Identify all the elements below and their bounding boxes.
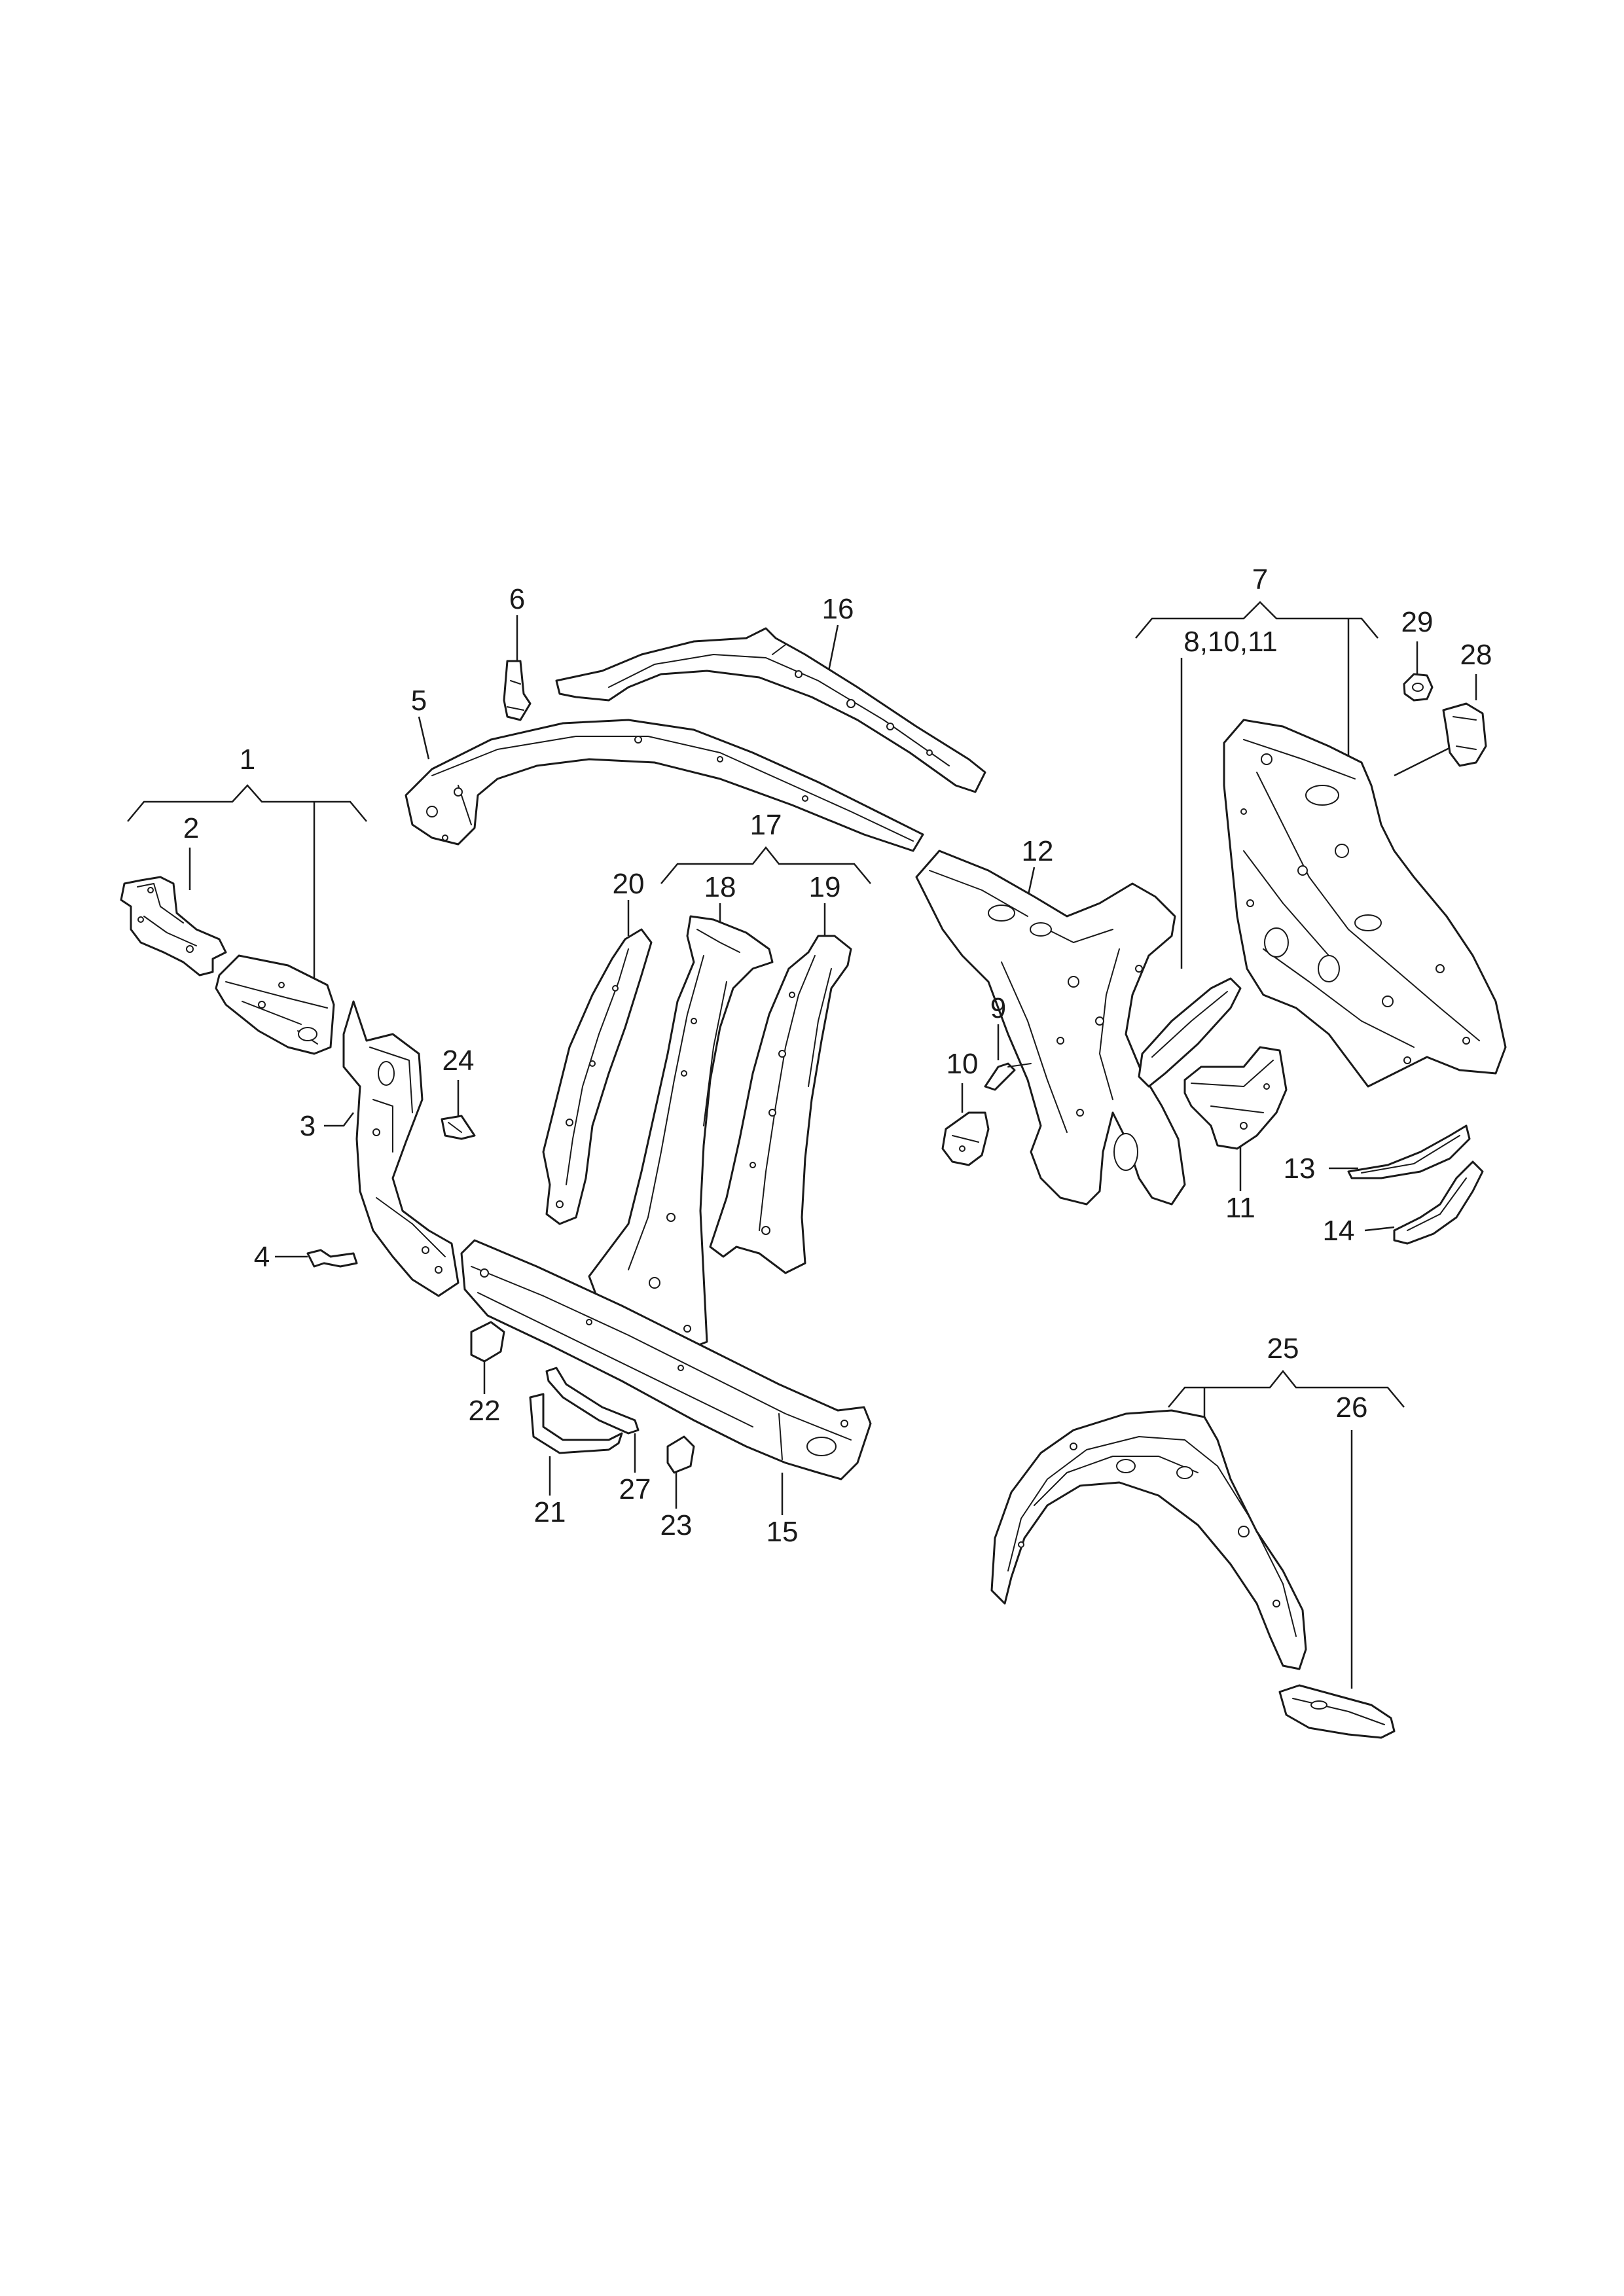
part-1-sill-front-section [215, 954, 335, 1055]
part-2-front-bracket [120, 876, 227, 977]
callout-1: 1 [240, 744, 255, 776]
part-6-small-clip [503, 660, 532, 721]
callout-29: 29 [1401, 606, 1434, 638]
callout-10: 10 [947, 1048, 979, 1080]
callout-7: 7 [1252, 564, 1268, 596]
part-10-bracket [941, 1111, 990, 1166]
group-7-bracket [1135, 601, 1379, 639]
part-8-gusset-strip [1138, 977, 1242, 1088]
part-15-side-sill [460, 1239, 872, 1480]
part-4-small-bracket [306, 1249, 358, 1268]
part-3-a-pillar-lower [342, 1000, 460, 1297]
callout-5: 5 [411, 685, 427, 717]
callout-9: 9 [990, 992, 1006, 1024]
group-1-bracket [127, 784, 367, 822]
part-26-bracket [1278, 1684, 1396, 1739]
part-20-b-pillar-reinforcement [542, 928, 653, 1225]
part-22-small-bracket [470, 1321, 505, 1363]
callout-11: 11 [1225, 1192, 1255, 1224]
part-19-b-pillar-inner [709, 935, 852, 1274]
callout-28: 28 [1460, 639, 1492, 671]
part-23-small-bracket [666, 1435, 695, 1474]
callout-19: 19 [809, 871, 841, 903]
part-5-roof-frame-front [405, 719, 924, 852]
callout-17: 17 [750, 809, 782, 841]
callout-22: 22 [469, 1395, 501, 1427]
callout-23: 23 [660, 1509, 693, 1541]
part-21-brace [529, 1393, 623, 1454]
callout-4: 4 [254, 1241, 270, 1273]
part-25-wheel-house [990, 1409, 1307, 1670]
part-12-quarter-inner-panel [915, 850, 1186, 1206]
part-13-strip [1347, 1124, 1471, 1179]
part-11-bracket [1183, 1046, 1288, 1150]
part-27-brace [545, 1367, 640, 1435]
part-9-clip [984, 1062, 1032, 1091]
callout-18: 18 [704, 871, 736, 903]
callout-6: 6 [509, 583, 525, 615]
callout-labels: 1 2 3 4 5 6 7 8,10,11 9 10 11 12 13 14 1… [183, 564, 1492, 1548]
group-17-bracket [660, 846, 871, 884]
group-25-bracket [1168, 1369, 1405, 1408]
callout-13: 13 [1284, 1153, 1316, 1185]
callout-12: 12 [1022, 835, 1054, 867]
part-24-small-bracket [441, 1115, 476, 1140]
callout-8-10-11: 8,10,11 [1183, 626, 1278, 658]
callout-3: 3 [300, 1110, 316, 1142]
callout-21: 21 [534, 1496, 566, 1528]
callout-25: 25 [1267, 1333, 1299, 1365]
callout-24: 24 [442, 1045, 475, 1077]
part-29-grommet [1403, 673, 1434, 702]
callout-2: 2 [183, 812, 199, 844]
callout-27: 27 [619, 1473, 651, 1505]
callout-20: 20 [613, 868, 645, 900]
callout-15: 15 [767, 1516, 799, 1548]
callout-14: 14 [1323, 1215, 1355, 1247]
part-28-bracket [1442, 702, 1487, 767]
part-7-rear-quarter-panel [1223, 719, 1507, 1088]
callout-26: 26 [1336, 1391, 1368, 1424]
part-16-roof-rail-inner [555, 627, 986, 793]
callout-16: 16 [822, 593, 854, 625]
part-14-strip [1393, 1160, 1484, 1245]
